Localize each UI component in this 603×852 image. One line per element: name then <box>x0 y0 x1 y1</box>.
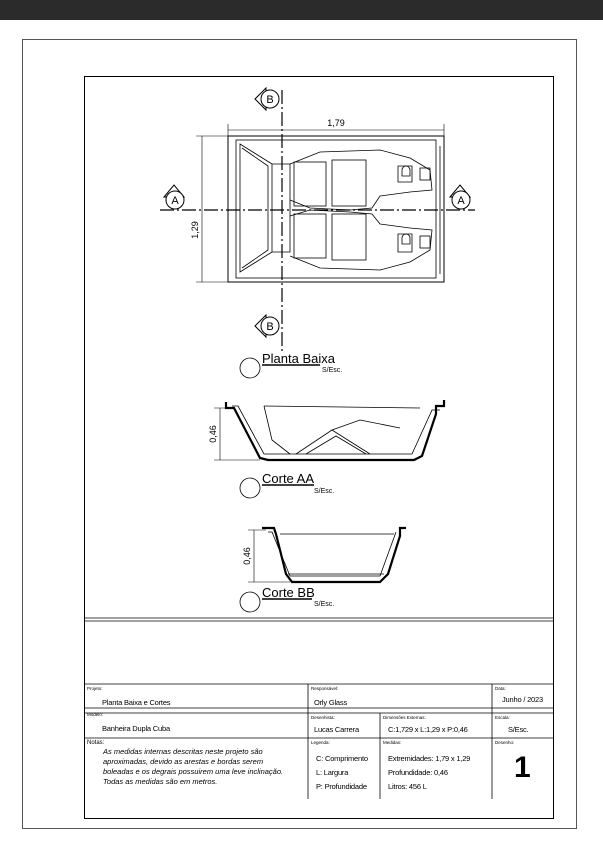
plan-title: Planta Baixa <box>262 351 336 366</box>
project-label: Projeto: <box>87 686 103 691</box>
plan-title-bubble <box>239 357 261 379</box>
cut-aa-height-dimension: 0,46 <box>208 425 218 443</box>
cut-aa-dimension-lines <box>214 407 260 461</box>
cut-bb-scale: S/Esc. <box>314 601 334 608</box>
date-value: Junho / 2023 <box>502 695 543 704</box>
responsible-value: Orly Glass <box>314 698 348 707</box>
sheet-border <box>22 39 577 829</box>
dimensions-label: Dimensões Externas: <box>383 715 426 720</box>
cut-bb-dimension-lines <box>248 529 290 583</box>
plan-view <box>227 135 445 283</box>
section-marker-b-bottom <box>254 313 280 339</box>
scale-value: S/Esc. <box>508 725 529 734</box>
marker-a-right-label: A <box>457 195 465 207</box>
notes-label: Notas: <box>87 740 105 746</box>
measure-item: Extremidades: 1,79 x 1,29 <box>388 754 471 763</box>
dimensions-value: C:1,729 x L:1,29 x P:0,46 <box>388 725 468 734</box>
legend-item: C: Comprimento <box>316 754 368 763</box>
sheet-number-label: Desenho: <box>495 740 515 745</box>
legend-item: L: Largura <box>316 768 349 777</box>
note-line: boleadas e os degrais possuirem uma leve… <box>103 767 284 776</box>
sheet-number: 1 <box>514 751 531 784</box>
designer-value: Lucas Carrera <box>314 725 359 734</box>
legend-list: C: Comprimento L: Largura P: Profundidad… <box>316 752 368 794</box>
cut-bb-title: Corte BB <box>262 585 315 600</box>
section-marker-a-right <box>448 184 472 210</box>
responsible-label: Responsável: <box>311 686 339 691</box>
note-line: Todas as medidas são em metros. <box>103 777 218 786</box>
drawing-sheet: A A B B 1,79 1,29 Planta Baixa S/Esc. <box>0 20 603 852</box>
scale-label: Escala: <box>495 715 510 720</box>
model-label: Modelo: <box>87 712 104 717</box>
marker-b-bottom-label: B <box>266 321 273 333</box>
model-value: Banheira Dupla Cuba <box>102 724 170 733</box>
cut-bb-title-bubble <box>239 591 261 613</box>
note-line: As medidas internas descritas neste proj… <box>103 747 263 756</box>
section-marker-b-top <box>254 86 280 112</box>
cut-aa-title-bubble <box>239 477 261 499</box>
section-lines <box>160 90 475 352</box>
section-marker-a-left <box>162 184 186 210</box>
plan-scale: S/Esc. <box>322 367 342 374</box>
legend-label: Legenda: <box>311 740 330 745</box>
title-block-grid <box>84 617 554 799</box>
notes-text: As medidas internas descritas neste proj… <box>103 747 308 787</box>
cut-bb-height-dimension: 0,46 <box>242 547 252 565</box>
plan-dimension-lines <box>196 124 445 283</box>
marker-a-left-label: A <box>171 195 179 207</box>
date-label: Data: <box>495 686 506 691</box>
drawing-area <box>84 76 554 819</box>
plan-height-dimension: 1,29 <box>190 221 200 239</box>
measure-item: Profundidade: 0,46 <box>388 768 448 777</box>
cut-aa-section <box>224 400 446 462</box>
designer-label: Desenhista: <box>311 715 335 720</box>
measure-item: Litros: 456 L <box>388 782 427 791</box>
technical-drawing: A A B B 1,79 1,29 Planta Baixa S/Esc. <box>84 86 554 799</box>
cut-bb-section <box>262 526 406 584</box>
cut-aa-title: Corte AA <box>262 471 314 486</box>
measures-label: Medidas: <box>383 740 402 745</box>
cut-aa-scale: S/Esc. <box>314 488 334 495</box>
measures-list: Extremidades: 1,79 x 1,29 Profundidade: … <box>388 752 470 794</box>
legend-item: P: Profundidade <box>316 782 367 791</box>
note-line: aproximadas, devido as arestas e bordas … <box>103 757 264 766</box>
project-value: Planta Baixa e Cortes <box>102 698 171 707</box>
plan-width-dimension: 1,79 <box>327 118 345 128</box>
marker-b-top-label: B <box>266 94 273 106</box>
